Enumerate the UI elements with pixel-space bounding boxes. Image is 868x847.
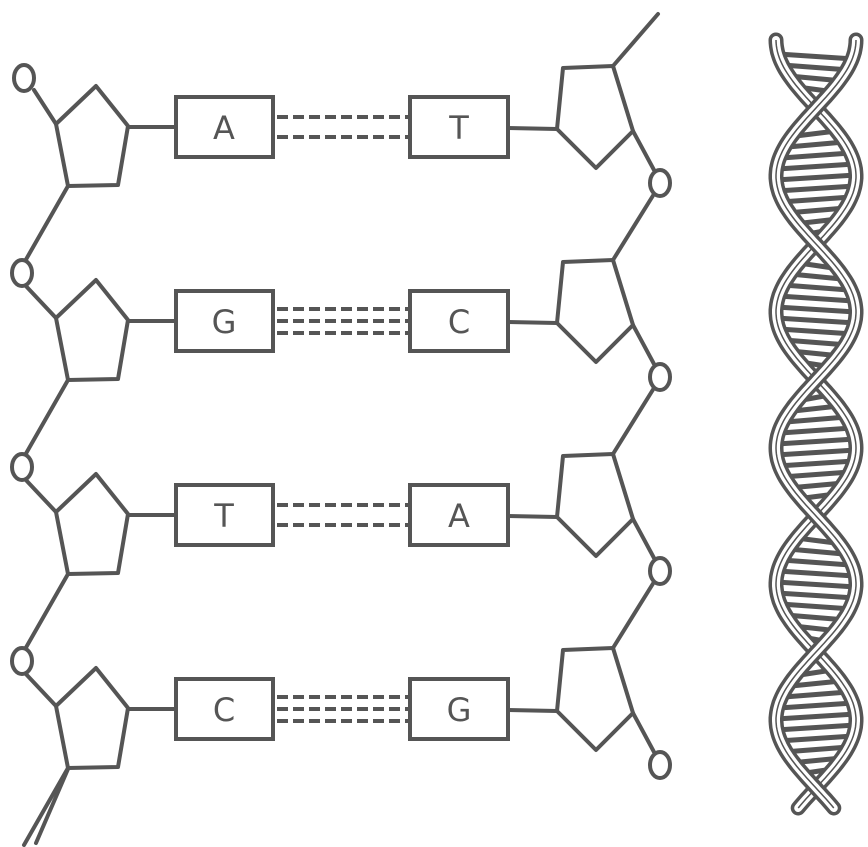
right-sugar-pentagon <box>555 646 635 752</box>
left-base-box <box>174 289 275 353</box>
helix-rung <box>776 733 856 744</box>
left-base-label: C <box>213 691 235 729</box>
right-sugar-base-link <box>506 320 559 325</box>
left-backbone-link <box>22 476 58 514</box>
right-backbone-tail <box>611 12 660 68</box>
left-backbone-tail <box>34 767 70 845</box>
left-base-box <box>174 483 275 547</box>
right-sugar-base-link <box>506 708 559 713</box>
helix-rung <box>777 425 855 436</box>
right-backbone-link <box>631 517 656 560</box>
phosphate-circle <box>648 750 672 780</box>
left-sugar-pentagon <box>54 472 130 576</box>
right-base-label: G <box>447 691 472 729</box>
double-helix-illustration <box>768 32 864 816</box>
helix-rung <box>785 546 847 557</box>
phosphate-circle <box>10 452 34 482</box>
left-base-label: G <box>212 303 237 341</box>
helix-strand-center-line <box>775 39 857 809</box>
helix-rung <box>778 194 854 205</box>
left-backbone-link <box>32 88 58 126</box>
left-backbone-link <box>22 184 70 265</box>
helix-rung <box>773 304 859 315</box>
helix-rung <box>779 150 853 161</box>
helix-rung <box>773 172 859 183</box>
helix-rung <box>773 447 859 458</box>
helix-rung <box>776 326 856 337</box>
right-backbone-link <box>611 192 656 262</box>
left-base-label: T <box>213 497 234 535</box>
left-base-label: A <box>213 109 235 147</box>
helix-rung <box>775 161 857 172</box>
right-base-label: C <box>448 303 470 341</box>
right-backbone-link <box>631 323 656 366</box>
right-base-box <box>408 483 510 547</box>
helix-rung <box>775 568 857 579</box>
right-base-box <box>408 677 510 741</box>
phosphate-circle <box>648 168 672 198</box>
left-base-box <box>174 677 275 741</box>
helix-rung <box>774 436 858 447</box>
left-sugar-pentagon <box>54 666 130 770</box>
phosphate-circle <box>10 646 34 676</box>
helix-rung <box>775 51 857 62</box>
helix-strand-center-line <box>775 39 857 809</box>
left-base-box <box>174 95 275 159</box>
helix-rung <box>773 315 859 326</box>
right-backbone-link <box>631 711 656 754</box>
helix-rung <box>777 601 855 612</box>
helix-rung <box>779 469 853 480</box>
phosphate-circle <box>648 362 672 392</box>
left-backbone-link <box>22 766 70 847</box>
helix-rung <box>776 700 856 711</box>
helix-rung <box>781 689 851 700</box>
helix-rung <box>774 590 858 601</box>
helix-rung <box>773 722 859 733</box>
left-backbone-link <box>22 378 70 459</box>
helix-rung <box>783 414 849 425</box>
right-sugar-base-link <box>506 126 559 131</box>
helix-rung <box>774 183 858 194</box>
helix-rung <box>773 579 859 590</box>
right-sugar-pentagon <box>555 64 635 170</box>
right-backbone-link <box>611 580 656 650</box>
phosphate-circle <box>12 63 36 93</box>
right-sugar-pentagon <box>555 452 635 558</box>
dna-ladder: A T G C T A C G <box>10 12 672 847</box>
right-backbone-link <box>631 129 656 172</box>
right-backbone-link <box>611 386 656 456</box>
helix-rung <box>781 282 851 293</box>
left-backbone-link <box>22 670 58 708</box>
helix-rung <box>785 139 847 150</box>
helix-rung <box>780 62 852 73</box>
right-base-box <box>408 95 510 159</box>
helix-rung <box>776 293 856 304</box>
helix-rung <box>775 458 857 469</box>
right-base-label: T <box>448 109 469 147</box>
left-backbone-link <box>22 572 70 653</box>
left-sugar-pentagon <box>54 278 130 382</box>
helix-rung <box>779 557 853 568</box>
left-backbone-link <box>22 282 58 320</box>
left-sugar-pentagon <box>54 84 130 188</box>
right-base-label: A <box>448 497 470 535</box>
phosphate-circle <box>10 258 34 288</box>
helix-rung <box>773 711 859 722</box>
phosphate-circle <box>648 556 672 586</box>
right-sugar-pentagon <box>555 258 635 364</box>
right-base-box <box>408 289 510 353</box>
right-sugar-base-link <box>506 514 559 519</box>
